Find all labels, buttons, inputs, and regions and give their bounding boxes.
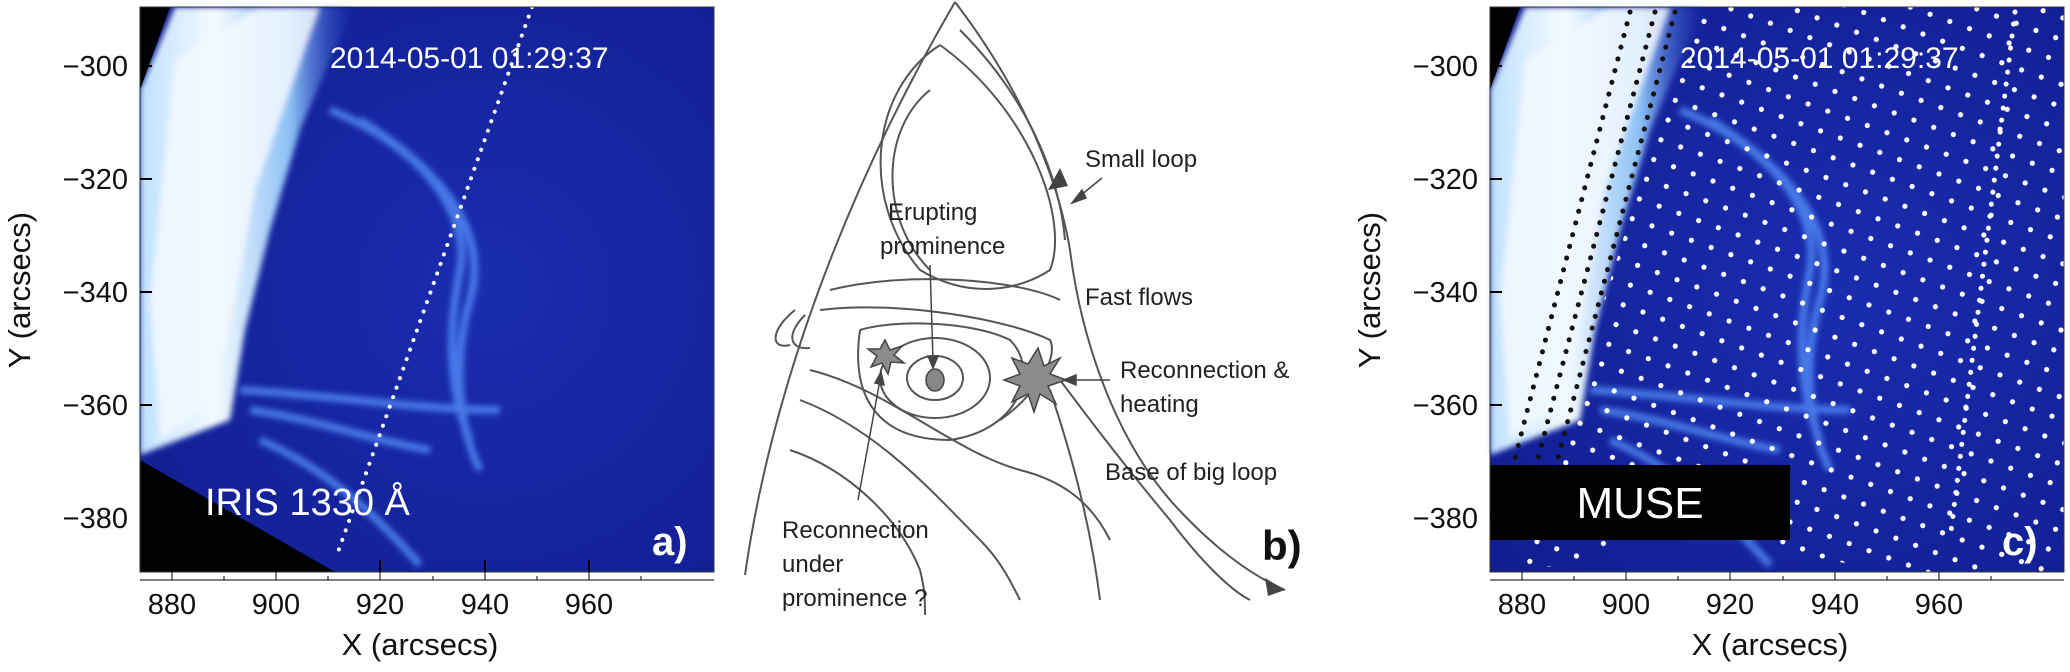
- xtick-a-4: 960: [565, 589, 613, 621]
- instrument-label-a: IRIS 1330 Å: [205, 480, 411, 524]
- annotation-arrows-b: [857, 177, 1110, 501]
- panel-letter-c: c): [2002, 520, 2038, 564]
- top-corner-mask-a: [140, 7, 170, 90]
- ytick-c-2: −340: [1413, 277, 1478, 309]
- frame-a: [139, 6, 715, 573]
- ytick-a-1: −320: [63, 164, 128, 196]
- label-reconn-under-2: under: [782, 551, 843, 578]
- xtick-c-3: 940: [1811, 589, 1859, 621]
- ytick-c-0: −300: [1413, 51, 1478, 83]
- xtick-c-0: 880: [1498, 589, 1546, 621]
- ylabel-c: Y (arcsecs): [1352, 212, 1387, 368]
- label-reconn-under-3: prominence ?: [782, 585, 927, 612]
- frame-c: [1489, 6, 2065, 573]
- label-reconn-heat-2: heating: [1120, 391, 1199, 418]
- label-reconn-heat-1: Reconnection &: [1120, 357, 1289, 384]
- ytick-a-0: −300: [63, 51, 128, 83]
- panel-letter-b: b): [1262, 522, 1302, 569]
- muse-label-box: [1490, 465, 1790, 540]
- ticks-c: [1490, 65, 1502, 519]
- panel-b: Small loop Erupting prominence Fast flow…: [744, 1, 1302, 616]
- reconnection-star-icon-1: [865, 338, 907, 377]
- label-reconn-under-1: Reconnection: [782, 517, 929, 544]
- top-corner-mask-c: [1490, 7, 1520, 90]
- ylabel-a: Y (arcsecs): [2, 212, 37, 368]
- label-erupting-1: Erupting: [888, 199, 977, 226]
- xlabel-c: X (arcsecs): [1692, 627, 1849, 662]
- xlabel-a: X (arcsecs): [342, 627, 499, 662]
- prominence-blob-icon: [925, 368, 945, 392]
- xtick-a-2: 920: [356, 589, 404, 621]
- ytick-c-1: −320: [1413, 164, 1478, 196]
- xtick-c-4: 960: [1915, 589, 1963, 621]
- label-small-loop: Small loop: [1085, 146, 1197, 173]
- timestamp-c: 2014-05-01 01:29:37: [1680, 42, 1959, 75]
- field-lines-b: [744, 1, 1286, 616]
- ytick-a-2: −340: [63, 277, 128, 309]
- muse-slit-lines: [1509, 9, 2018, 543]
- label-erupting-2: prominence: [880, 233, 1005, 260]
- label-base-big-loop: Base of big loop: [1105, 459, 1277, 486]
- panel-letter-a: a): [652, 520, 688, 564]
- ytick-c-4: −380: [1413, 503, 1478, 535]
- xtick-a-1: 900: [252, 589, 300, 621]
- panel-c: 2014-05-01 01:29:37 MUSE c) −300 −320 −3…: [1352, 6, 2065, 662]
- xtick-c-2: 920: [1706, 589, 1754, 621]
- muse-raster-dots: [1510, 7, 2064, 572]
- xtick-c-1: 900: [1602, 589, 1650, 621]
- limb-a: [140, 7, 355, 455]
- instrument-label-c: MUSE: [1576, 479, 1703, 528]
- loop-structure-a: [239, 106, 501, 568]
- xtick-a-3: 940: [461, 589, 509, 621]
- ytick-a-3: −360: [63, 390, 128, 422]
- ytick-c-3: −360: [1413, 390, 1478, 422]
- panel-a: 2014-05-01 01:29:37 IRIS 1330 Å a) −300 …: [2, 5, 715, 662]
- ytick-a-4: −380: [63, 503, 128, 535]
- reconnection-star-icon-2: [1001, 346, 1069, 415]
- xtick-a-0: 880: [148, 589, 196, 621]
- ticks-a: [140, 65, 590, 572]
- off-disk-mask-a: [140, 460, 335, 572]
- label-fast-flows: Fast flows: [1085, 284, 1193, 311]
- timestamp-a: 2014-05-01 01:29:37: [330, 42, 609, 75]
